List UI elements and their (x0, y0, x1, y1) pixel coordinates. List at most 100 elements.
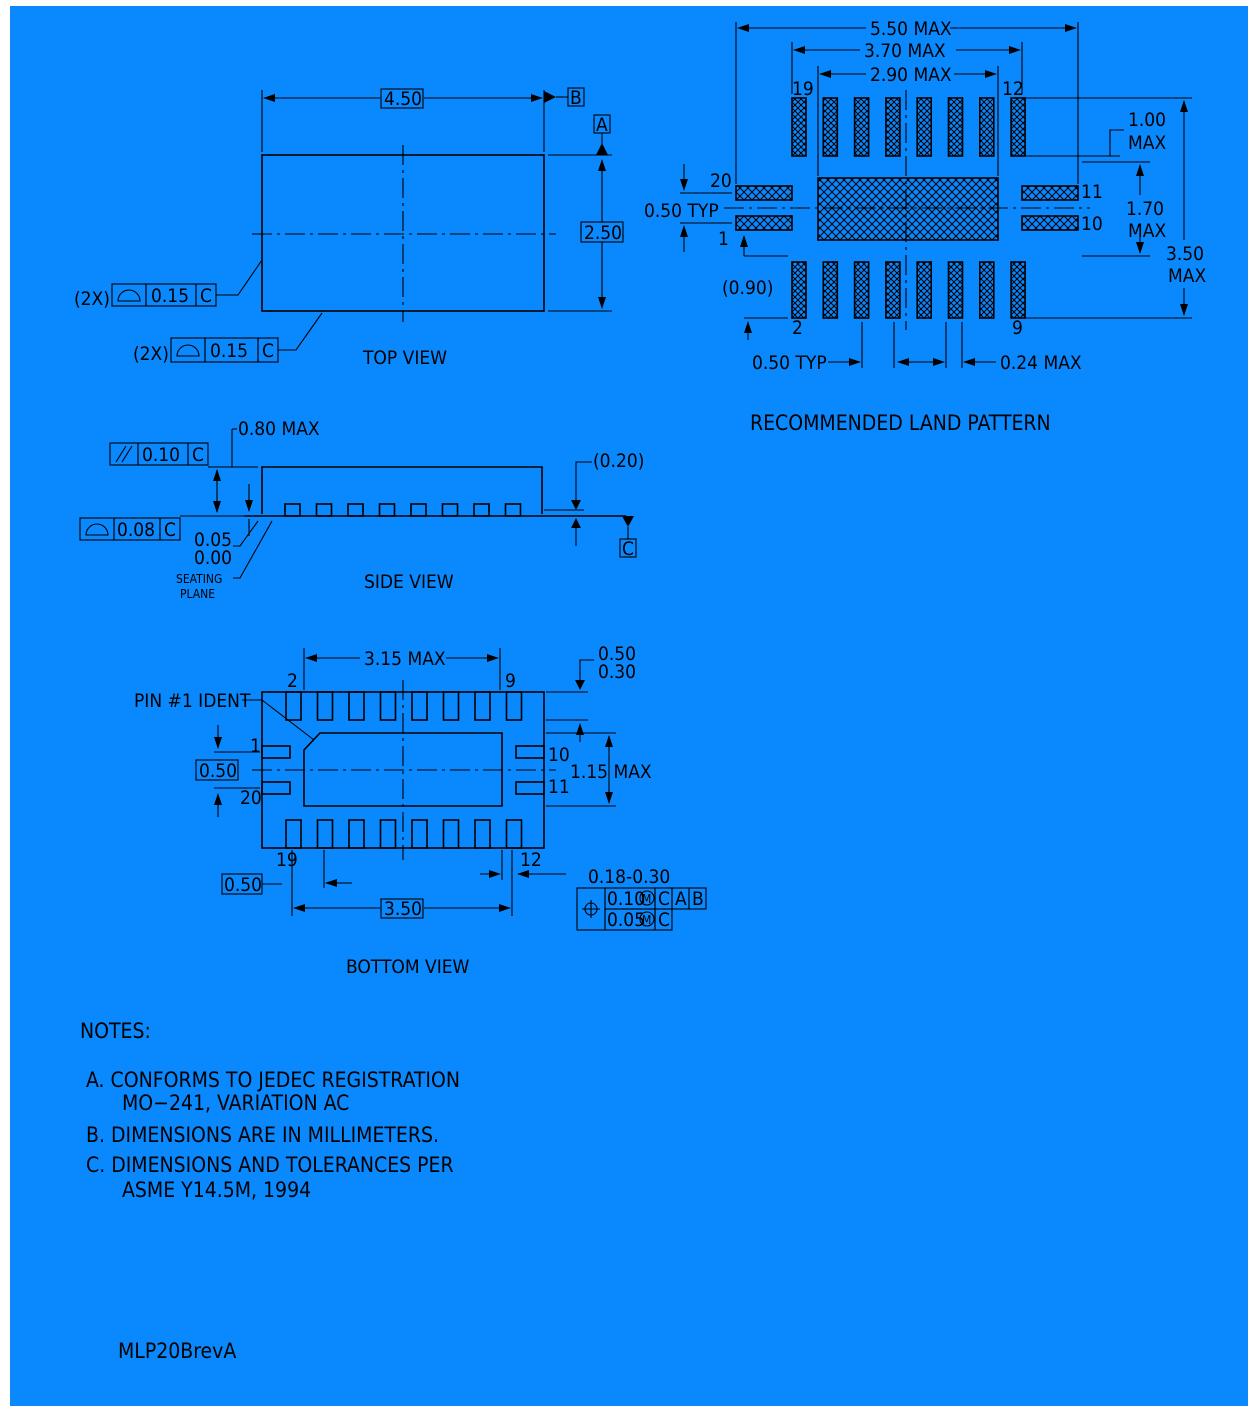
land-center-2: MAX (1128, 220, 1166, 242)
standoff-max: 0.05 (194, 529, 232, 551)
bottom-lead-bottom (285, 819, 302, 849)
land-total-2: MAX (1168, 265, 1206, 287)
bottom-lead-bottom (379, 819, 397, 849)
profile-left-count: (2X) (74, 288, 110, 310)
drawing-id: MLP20BrevA (118, 1339, 236, 1363)
bottom-lead-top (348, 691, 365, 721)
bottom-lead-bottom (442, 819, 460, 849)
profile-bottom-count: (2X) (133, 343, 169, 365)
side-profile-value: 0.08 (117, 519, 155, 541)
land-mid-dim: 3.70 MAX (864, 40, 946, 62)
profile-frame-bottom: (2X) 0.15 C (133, 312, 323, 365)
land-center-1: 1.70 (1126, 198, 1164, 220)
profile-symbol-icon (85, 523, 109, 536)
thermal-land (817, 177, 999, 241)
bottom-lead-top (505, 691, 523, 721)
bottom-row-span-dim: 3.15 MAX (364, 648, 446, 670)
lead-pin-11 (515, 781, 545, 795)
profile-bottom-datum: C (262, 340, 274, 362)
mmc-modifier-2: M (642, 913, 651, 927)
land-pin-20 (735, 185, 793, 201)
lead-pin-10 (515, 745, 545, 759)
position-tol-1: 0.10 (607, 888, 645, 910)
datum-a-label: A (596, 114, 608, 136)
land-pad-top (947, 97, 964, 157)
position-datum-a: A (675, 888, 687, 910)
note-a-cont: MO−241, VARIATION AC (122, 1091, 349, 1115)
lead-pin-20 (261, 781, 291, 795)
land-pin-11-label: 11 (1081, 181, 1103, 203)
profile-frame-left: (2X) 0.15 C (74, 259, 263, 310)
parallelism-datum: C (192, 444, 204, 466)
bottom-lead-bottom (474, 819, 491, 849)
top-width-dim: 4.50 (384, 88, 422, 110)
side-lead (347, 503, 364, 517)
side-lead (504, 503, 522, 517)
land-pad-bottom (1010, 261, 1026, 319)
bottom-lead-top (411, 691, 428, 721)
bottom-pin-19: 19 (276, 849, 298, 871)
land-pad-bottom (853, 261, 870, 319)
position-tolerance-frame: 0.10 M C A B 0.05 M C (576, 887, 707, 931)
lead-length-max: 0.50 (598, 643, 636, 665)
side-lead (441, 503, 459, 517)
land-pin-9-label: 9 (1012, 317, 1023, 339)
land-bottom-row (791, 261, 1026, 319)
top-height-dim: 2.50 (584, 222, 622, 244)
bottom-lead-top (442, 691, 460, 721)
bottom-pin-20: 20 (240, 787, 262, 809)
position-datum-c: C (658, 888, 670, 910)
land-pin-12-label: 12 (1002, 78, 1024, 100)
land-pad-bottom (822, 261, 839, 319)
land-pad-bottom (978, 261, 995, 319)
position-datum-c-2: C (658, 909, 670, 931)
land-pad-top (822, 97, 839, 157)
bottom-lead-bottom (316, 819, 334, 849)
land-pad-top (978, 97, 995, 157)
land-pad-bottom (947, 261, 964, 319)
profile-left-datum: C (200, 285, 212, 307)
profile-left-value: 0.15 (151, 285, 189, 307)
land-pad-top (885, 97, 901, 157)
land-pad-bottom (885, 261, 901, 319)
side-profile-datum: C (164, 519, 176, 541)
land-pin-1-label: 1 (718, 228, 729, 250)
land-pin-20-label: 20 (710, 170, 732, 192)
land-pin-10-label: 10 (1081, 213, 1103, 235)
note-b: B. DIMENSIONS ARE IN MILLIMETERS. (86, 1123, 439, 1147)
seating-plane-label-2: PLANE (180, 587, 215, 601)
land-pad-h-2: MAX (1128, 132, 1166, 154)
bottom-lead-top (474, 691, 491, 721)
drawing-sheet (10, 6, 1248, 1406)
land-gap-dim: (0.90) (722, 277, 773, 299)
lead-thickness-dim: (0.20) (593, 450, 644, 472)
pad-height-dim: 1.15 MAX (570, 761, 652, 783)
mmc-modifier: M (642, 892, 651, 906)
datum-b-label: B (570, 87, 582, 109)
land-pad-width: 0.24 MAX (1000, 352, 1082, 374)
lead-width-dim: 0.18-0.30 (588, 866, 670, 888)
lead-length-min: 0.30 (598, 661, 636, 683)
bottom-lead-top (379, 691, 397, 721)
side-lead (473, 503, 490, 517)
bottom-view: 3.15 MAX 0.50 0.30 PIN #1 IDENT 1.15 MAX… (134, 643, 707, 978)
datum-c-label: C (622, 538, 634, 560)
top-view: 4.50 B A 2.50 (2X) 0.15 C (2X) (74, 87, 624, 369)
bottom-pitch-dim: 0.50 (224, 874, 262, 896)
pin1-ident-label: PIN #1 IDENT (134, 690, 251, 712)
land-total-1: 3.50 (1166, 243, 1204, 265)
land-pattern-title: RECOMMENDED LAND PATTERN (750, 411, 1051, 435)
parallelism-value: 0.10 (142, 444, 180, 466)
land-pad-top (791, 97, 807, 157)
land-pad-top (916, 97, 933, 157)
position-datum-b: B (692, 888, 704, 910)
bottom-pin-11: 11 (548, 776, 570, 798)
land-pad-top (1010, 97, 1026, 157)
position-tol-2: 0.05 (607, 909, 645, 931)
land-pad-bottom (791, 261, 807, 319)
side-lead (315, 503, 333, 517)
standoff-min: 0.00 (194, 547, 232, 569)
bottom-view-title: BOTTOM VIEW (346, 956, 470, 978)
note-c-cont: ASME Y14.5M, 1994 (122, 1178, 311, 1202)
